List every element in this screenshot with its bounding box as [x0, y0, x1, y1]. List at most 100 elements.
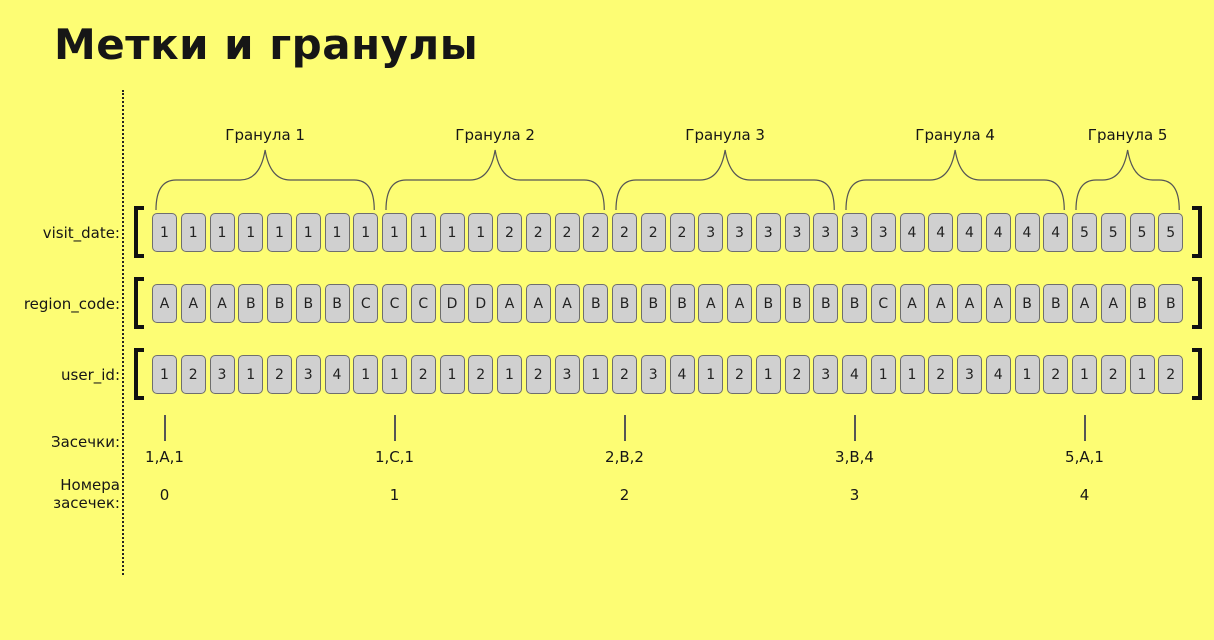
mark-number: 2 [619, 486, 630, 504]
value-cell: 1 [497, 355, 522, 394]
value-cell: 1 [1014, 355, 1040, 394]
value-cell: 3 [842, 213, 867, 252]
mark-numbers-label: Номера засечек: [53, 476, 120, 512]
value-cell: 1 [439, 355, 465, 394]
value-cell: 5 [1100, 213, 1126, 252]
mark-number: 3 [849, 486, 860, 504]
value-cell: 4 [1014, 213, 1040, 252]
value-cell: A [554, 284, 580, 323]
value-cell: B [238, 284, 264, 323]
mark-value: 5,A,1 [1065, 448, 1104, 466]
left-bracket [134, 206, 144, 258]
value-cell: 3 [727, 213, 752, 252]
value-cell: 2 [612, 355, 637, 394]
value-cell: B [583, 284, 609, 323]
value-cell: 2 [1043, 355, 1069, 394]
value-cell: 2 [669, 213, 695, 252]
right-bracket [1192, 206, 1202, 258]
value-cell: B [1158, 284, 1184, 323]
value-cell: 4 [985, 213, 1011, 252]
value-cell: D [468, 284, 494, 323]
value-cell: 2 [410, 355, 436, 394]
value-cell: A [152, 284, 177, 323]
value-cell: 2 [267, 355, 292, 394]
value-cell: 3 [698, 213, 724, 252]
mark-tick [1083, 415, 1086, 441]
value-cell: 3 [957, 355, 982, 394]
mark-number: 1 [389, 486, 400, 504]
value-cell: 1 [382, 213, 407, 252]
value-cell: 1 [1129, 355, 1155, 394]
value-cell: B [813, 284, 839, 323]
value-cell: 2 [180, 355, 206, 394]
value-cell: 3 [784, 213, 810, 252]
value-cell: A [497, 284, 522, 323]
value-cell: 1 [267, 213, 292, 252]
left-bracket [134, 277, 144, 329]
value-cell: 1 [353, 213, 379, 252]
value-cell: 3 [813, 355, 839, 394]
value-cell: 2 [525, 213, 551, 252]
value-cell: 2 [784, 355, 810, 394]
value-cell: 1 [755, 355, 781, 394]
value-cell: 4 [669, 355, 695, 394]
value-cell: 3 [640, 355, 666, 394]
value-cell: 1 [583, 355, 609, 394]
value-cell: 4 [985, 355, 1011, 394]
mark-tick [163, 415, 166, 441]
value-cell: A [899, 284, 925, 323]
value-cell: 2 [1158, 355, 1184, 394]
value-cell: B [669, 284, 695, 323]
row-label: user_id: [61, 366, 120, 384]
value-cell: B [640, 284, 666, 323]
value-cell: 1 [468, 213, 494, 252]
value-cell: B [324, 284, 350, 323]
mark-tick [393, 415, 396, 441]
value-cell: 1 [152, 213, 177, 252]
value-cell: A [180, 284, 206, 323]
row-label: region_code: [23, 295, 120, 313]
row-label: visit_date: [42, 224, 120, 242]
value-cell: 2 [583, 213, 609, 252]
granule-label: Гранула 3 [685, 126, 765, 144]
value-cell: A [209, 284, 235, 323]
value-cell: A [985, 284, 1011, 323]
value-cell: A [1100, 284, 1126, 323]
mark-value: 3,B,4 [835, 448, 874, 466]
value-cell: 2 [928, 355, 954, 394]
value-cell: 3 [295, 355, 321, 394]
page-title: Метки и гранулы [54, 20, 479, 69]
value-cell: 1 [353, 355, 379, 394]
value-cell: 2 [1100, 355, 1126, 394]
value-cell: 1 [1072, 355, 1097, 394]
value-cell: B [1043, 284, 1069, 323]
mark-value: 1,A,1 [145, 448, 184, 466]
value-cell: 1 [238, 213, 264, 252]
value-cell: 1 [180, 213, 206, 252]
value-cell: B [267, 284, 292, 323]
value-cell: A [525, 284, 551, 323]
mark-tick [623, 415, 626, 441]
value-cell: 1 [382, 355, 407, 394]
right-bracket [1192, 348, 1202, 400]
left-bracket [134, 348, 144, 400]
value-cell: C [410, 284, 436, 323]
value-cell: 1 [209, 213, 235, 252]
right-bracket [1192, 277, 1202, 329]
granule-label: Гранула 4 [915, 126, 995, 144]
mark-number: 0 [159, 486, 170, 504]
value-cell: 4 [324, 355, 350, 394]
value-cell: 1 [698, 355, 724, 394]
value-cell: B [1129, 284, 1155, 323]
value-cell: 3 [813, 213, 839, 252]
value-cell: 2 [727, 355, 752, 394]
value-cell: 2 [554, 213, 580, 252]
value-cell: C [382, 284, 407, 323]
mark-value: 2,B,2 [605, 448, 644, 466]
value-cell: A [698, 284, 724, 323]
value-cell: C [870, 284, 896, 323]
value-cell: 1 [899, 355, 925, 394]
value-cell: 4 [957, 213, 982, 252]
value-cell: 2 [497, 213, 522, 252]
